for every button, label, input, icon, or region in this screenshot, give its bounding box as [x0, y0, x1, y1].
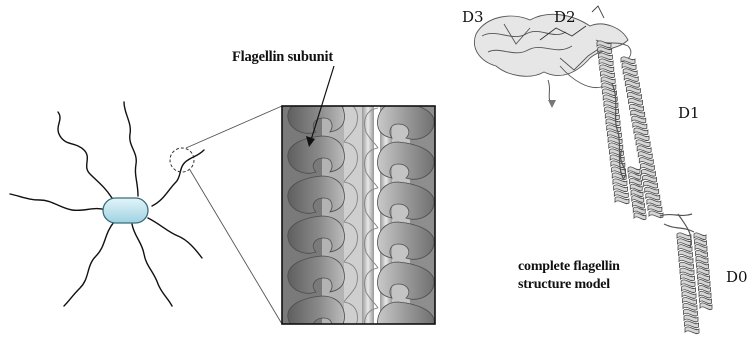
filament-zoom [282, 96, 435, 346]
helices [597, 41, 712, 334]
domain-label-d1: D1 [678, 104, 700, 122]
flagellum-7 [148, 218, 202, 258]
domain-label-d3: D3 [462, 8, 484, 26]
zoom-line-top [186, 106, 282, 148]
zoom-line-bottom [190, 170, 282, 324]
flagellum-1 [58, 112, 112, 198]
flagellum-2 [124, 102, 138, 196]
flagellum-4 [10, 194, 106, 210]
domain-label-d2: D2 [554, 8, 576, 26]
helix-turn [621, 57, 635, 64]
cell-body [103, 198, 148, 223]
flagellum-5 [64, 222, 114, 306]
model-label-line2: structure model [518, 277, 610, 292]
flagellum-6 [132, 224, 172, 306]
flagellin-subunit-label: Flagellin subunit [232, 49, 333, 65]
flagellum-3 [152, 150, 204, 206]
model-label-line1: complete flagellin [518, 259, 620, 274]
domain-label-d0: D0 [726, 268, 748, 286]
